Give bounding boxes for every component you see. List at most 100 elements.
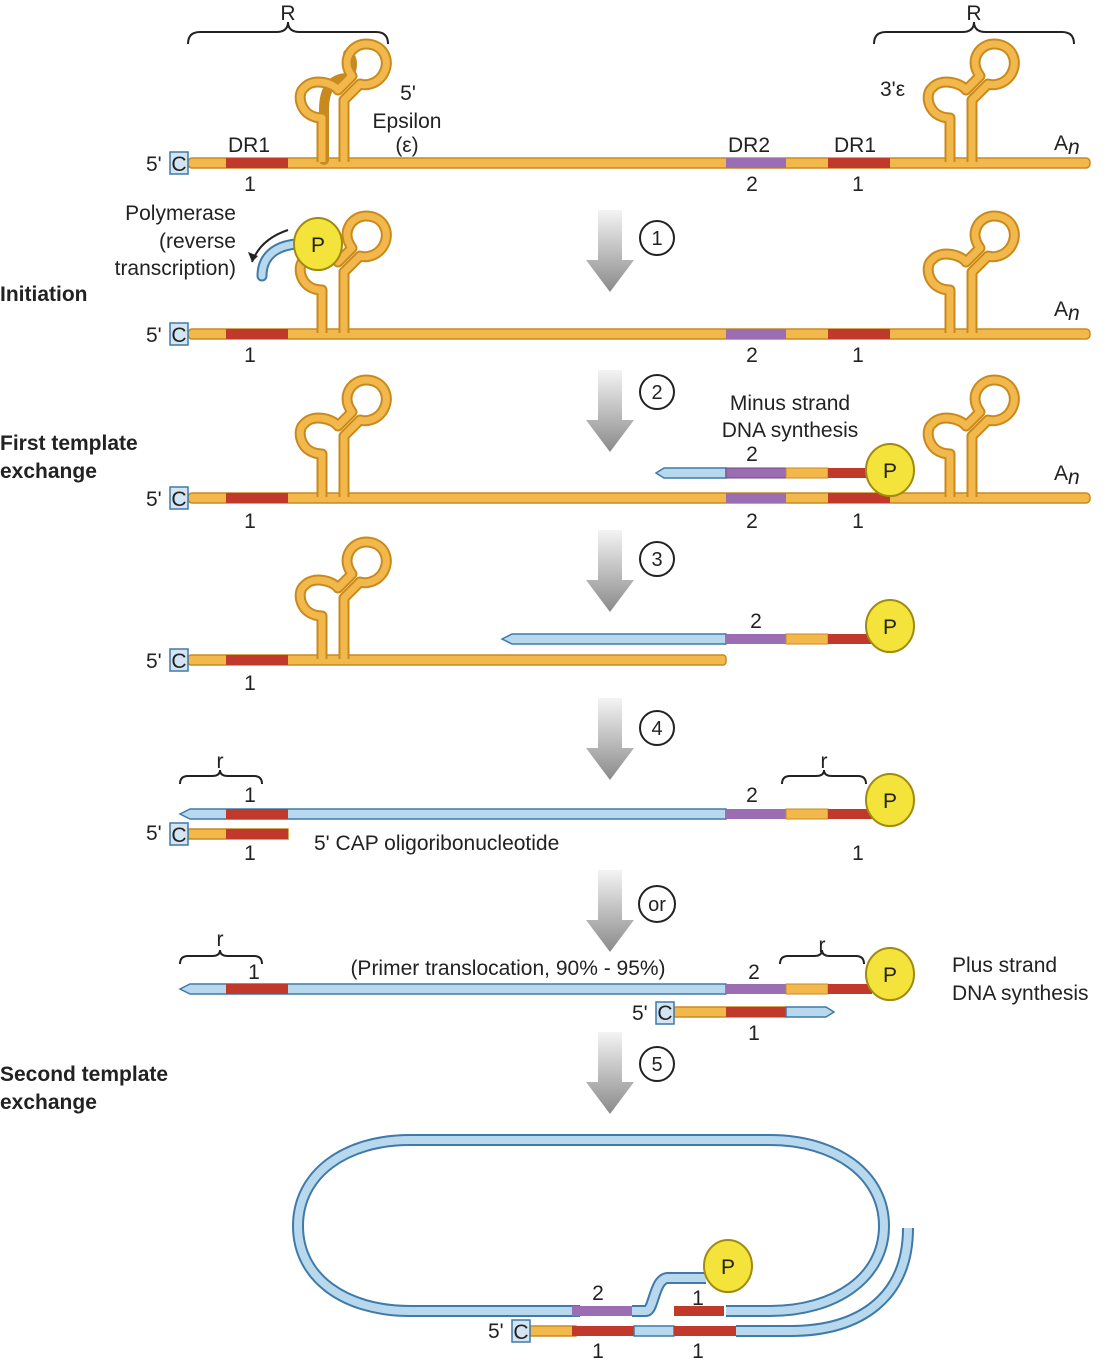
- svg-text:P: P: [883, 790, 897, 813]
- dr1-box: [226, 158, 288, 168]
- dr2-label: DR2: [728, 134, 770, 157]
- bracket-right: [873, 21, 1075, 45]
- svg-text:1: 1: [244, 784, 256, 807]
- polymerase-label-line2: (reverse: [159, 230, 236, 253]
- svg-text:2: 2: [746, 510, 758, 533]
- svg-text:C: C: [513, 1321, 528, 1344]
- svg-text:r: r: [217, 750, 224, 773]
- step-arrow-4: 4: [586, 698, 675, 780]
- svg-text:3: 3: [651, 549, 662, 571]
- step-arrow-1: 1: [586, 210, 675, 292]
- svg-text:P: P: [311, 234, 325, 257]
- row-step4: r r P C 5' 1 2 1 1 5' CAP oligoribonucle…: [146, 750, 915, 865]
- minus-strand-label-2: DNA synthesis: [722, 419, 859, 442]
- svg-text:5: 5: [651, 1054, 662, 1076]
- poly-a-label: An: [1054, 132, 1080, 159]
- step-arrow-or: or: [586, 870, 676, 952]
- row-pregenomic-rna: R R C 5' DR1 DR2 DR1 1 2 1 5' Epsilon (ε…: [146, 2, 1091, 196]
- dr1b-box: [828, 158, 890, 168]
- step-arrows: 1 2 3 4 or 5: [586, 210, 676, 1114]
- five-prime-label: 5': [146, 153, 162, 176]
- stage-second-exchange-1: Second template: [0, 1063, 168, 1086]
- polymerase-label-line1: Polymerase: [125, 202, 236, 225]
- svg-text:C: C: [171, 650, 186, 673]
- row-step3: P C 5' 2 1: [146, 536, 915, 695]
- svg-text:C: C: [657, 1002, 672, 1025]
- svg-text:1: 1: [852, 842, 864, 865]
- polymerase-label-line3: transcription): [115, 257, 236, 280]
- svg-text:1: 1: [244, 344, 256, 367]
- stage-initiation: Initiation: [0, 283, 88, 306]
- stage-first-exchange-1: First template: [0, 432, 138, 455]
- svg-text:5': 5': [146, 650, 162, 673]
- svg-text:5': 5': [146, 488, 162, 511]
- primer-translocation-label: (Primer translocation, 90% - 95%): [350, 957, 665, 980]
- polymerase-circle: [293, 217, 343, 271]
- svg-text:5': 5': [146, 324, 162, 347]
- bracket-left: [187, 21, 389, 45]
- svg-text:An: An: [1054, 298, 1080, 325]
- epsilon-5prime: 5': [400, 82, 416, 105]
- svg-text:2: 2: [746, 344, 758, 367]
- epsilon-symbol: (ε): [395, 134, 418, 157]
- dr2-number: 2: [746, 173, 758, 196]
- row-first-exchange: First template exchange Minus strand DNA…: [0, 374, 1091, 533]
- cap-label: C: [171, 153, 186, 176]
- svg-text:r: r: [821, 750, 828, 773]
- dr1b-number: 1: [852, 173, 864, 196]
- svg-text:5': 5': [632, 1002, 648, 1025]
- svg-text:1: 1: [244, 842, 256, 865]
- step-arrow-3: 3: [586, 530, 675, 612]
- svg-text:4: 4: [651, 718, 662, 740]
- plus-strand-label-2: DNA synthesis: [952, 982, 1089, 1005]
- svg-text:1: 1: [692, 1287, 704, 1310]
- row-initiation: Initiation Polymerase (reverse transcrip…: [0, 202, 1091, 367]
- svg-text:1: 1: [248, 961, 260, 984]
- svg-text:2: 2: [746, 784, 758, 807]
- svg-text:An: An: [1054, 462, 1080, 489]
- step-arrow-5: 5: [586, 1032, 675, 1114]
- svg-text:1: 1: [852, 344, 864, 367]
- cap-oligo-label: 5' CAP oligoribonucleotide: [314, 832, 559, 855]
- svg-text:1: 1: [592, 1340, 604, 1363]
- svg-text:2: 2: [592, 1282, 604, 1305]
- svg-text:r: r: [819, 934, 826, 957]
- epsilon-3prime: 3'ε: [880, 78, 905, 101]
- svg-text:2: 2: [748, 961, 760, 984]
- svg-text:C: C: [171, 824, 186, 847]
- svg-text:or: or: [648, 894, 666, 916]
- row-relaxed-circular-dna: P C 5' 2 1 1 1: [291, 1134, 914, 1363]
- svg-text:1: 1: [244, 672, 256, 695]
- svg-text:1: 1: [852, 510, 864, 533]
- dr2-box: [726, 158, 786, 168]
- svg-text:1: 1: [692, 1340, 704, 1363]
- svg-text:P: P: [883, 964, 897, 987]
- svg-text:1: 1: [651, 228, 662, 250]
- minus-strand-label-1: Minus strand: [730, 392, 850, 415]
- stage-first-exchange-2: exchange: [0, 460, 97, 483]
- bracket-left-label: R: [280, 2, 295, 25]
- svg-text:5': 5': [146, 822, 162, 845]
- plus-strand-label-1: Plus strand: [952, 954, 1057, 977]
- svg-text:2: 2: [746, 443, 758, 466]
- dr1b-label: DR1: [834, 134, 876, 157]
- svg-text:P: P: [721, 1256, 735, 1279]
- svg-text:P: P: [883, 460, 897, 483]
- stage-second-exchange-2: exchange: [0, 1091, 97, 1114]
- svg-text:2: 2: [651, 382, 662, 404]
- svg-text:5': 5': [488, 1320, 504, 1343]
- svg-text:C: C: [171, 488, 186, 511]
- svg-text:2: 2: [750, 610, 762, 633]
- step-arrow-2: 2: [586, 370, 675, 452]
- cap-box: [169, 151, 189, 175]
- dr1-number: 1: [244, 173, 256, 196]
- epsilon-word: Epsilon: [373, 110, 442, 133]
- bracket-right-label: R: [966, 2, 981, 25]
- svg-text:C: C: [171, 324, 186, 347]
- row-primer-translocation: r r (Primer translocation, 90% - 95%) 1 …: [178, 928, 1089, 1045]
- svg-text:1: 1: [244, 510, 256, 533]
- svg-text:r: r: [217, 928, 224, 951]
- svg-text:P: P: [883, 616, 897, 639]
- dr1-label: DR1: [228, 134, 270, 157]
